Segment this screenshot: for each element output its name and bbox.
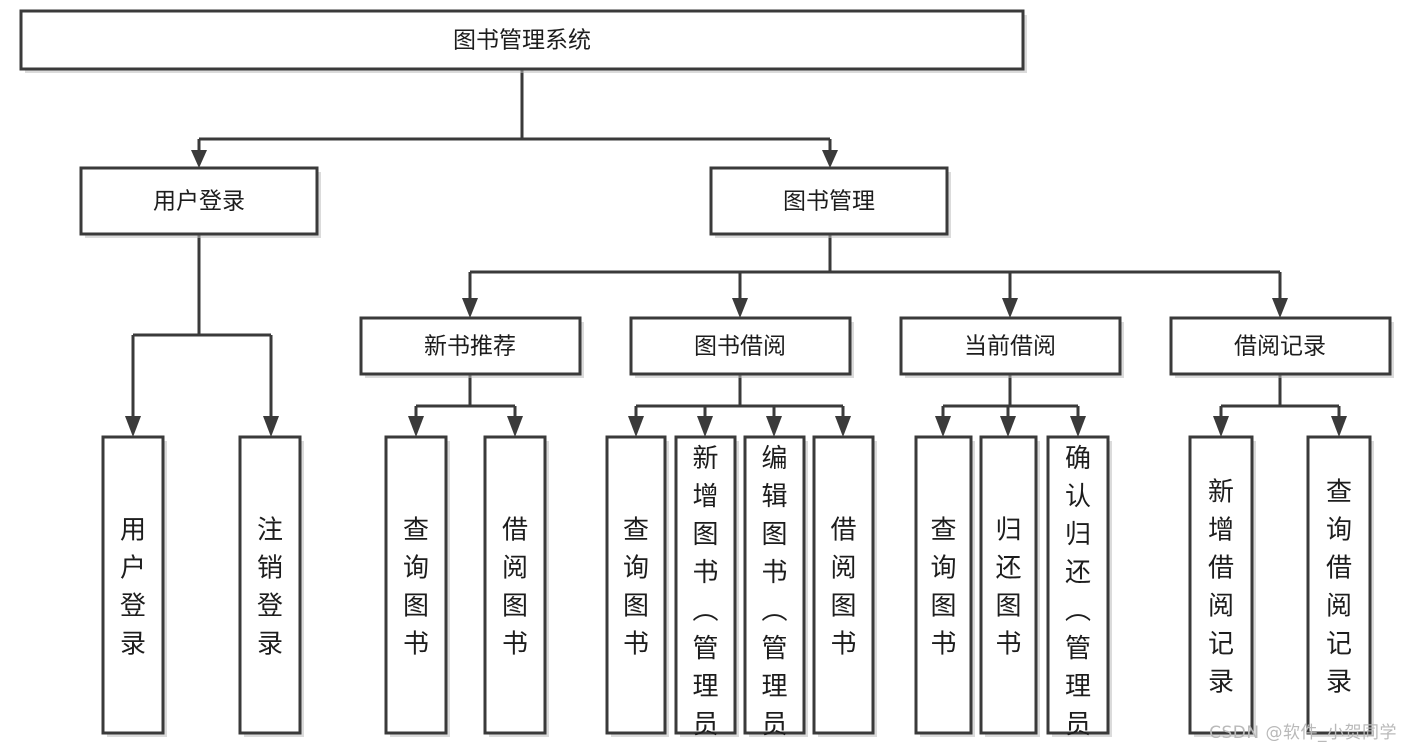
node-new-book-recommend[interactable]: 新书推荐 <box>359 316 584 378</box>
leaf-node[interactable]: 查询图书 <box>384 435 450 737</box>
node-borrow-record-label: 借阅记录 <box>1234 334 1326 360</box>
leaf-node-label: 查询借阅记录 <box>1326 478 1352 698</box>
arrow-head-icon <box>697 416 713 437</box>
node-root[interactable]: 图书管理系统 <box>19 9 1027 73</box>
arrow-head-icon <box>835 416 851 437</box>
leaf-node-label: 用户登录 <box>120 516 146 660</box>
leaf-node-label: 查询图书 <box>623 516 649 660</box>
leaf-node-label: 归还图书 <box>995 516 1021 660</box>
leaf-node[interactable]: 确认归还︵管理员︶ <box>1046 435 1112 747</box>
node-book-borrow-label: 图书借阅 <box>694 334 786 360</box>
arrow-head-icon <box>1213 416 1229 437</box>
leaf-node-label: 新增图书︵管理员︶ <box>692 444 718 747</box>
arrow-head-icon <box>766 416 782 437</box>
leaf-node-layer: 用户登录 注销登录 查询图书 借阅图书 查询图书 新增图书︵管理员︶ 编辑图书︵管理员︶ 借阅… <box>101 435 1374 747</box>
leaf-node[interactable]: 查询借阅记录 <box>1306 435 1374 737</box>
leaf-node-label: 查询图书 <box>930 516 956 660</box>
leaf-node-label: 借阅图书 <box>502 516 528 660</box>
leaf-node-label: 借阅图书 <box>830 516 856 660</box>
arrow-head-icon <box>507 416 523 437</box>
arrow-head-icon <box>1002 298 1018 318</box>
arrow-head-icon <box>462 298 478 318</box>
leaf-node[interactable]: 归还图书 <box>979 435 1040 737</box>
arrow-head-icon <box>1000 416 1016 437</box>
leaf-node-label: 新增借阅记录 <box>1208 478 1234 698</box>
arrow-head-icon <box>628 416 644 437</box>
leaf-node-label: 查询图书 <box>403 516 429 660</box>
node-user-login-label: 用户登录 <box>153 189 245 215</box>
leaf-node[interactable]: 借阅图书 <box>812 435 877 737</box>
leaf-node[interactable]: 新增图书︵管理员︶ <box>674 435 739 747</box>
node-current-borrow[interactable]: 当前借阅 <box>899 316 1124 378</box>
leaf-node-label: 编辑图书︵管理员︶ <box>761 444 787 747</box>
arrow-head-icon <box>191 150 207 168</box>
node-root-label: 图书管理系统 <box>453 28 591 54</box>
leaf-node[interactable]: 借阅图书 <box>483 435 549 737</box>
leaf-node-label: 注销登录 <box>257 516 283 660</box>
leaf-node[interactable]: 注销登录 <box>238 435 304 737</box>
node-borrow-record[interactable]: 借阅记录 <box>1169 316 1394 378</box>
arrow-head-icon <box>125 416 141 437</box>
node-current-borrow-label: 当前借阅 <box>964 334 1056 360</box>
arrow-head-icon <box>263 416 279 437</box>
leaf-node[interactable]: 编辑图书︵管理员︶ <box>743 435 808 747</box>
node-user-login[interactable]: 用户登录 <box>79 166 321 238</box>
leaf-node-label: 确认归还︵管理员︶ <box>1065 444 1091 747</box>
arrow-head-icon <box>1070 416 1086 437</box>
watermark: CSDN @软件_小贺同学 <box>1209 723 1397 743</box>
node-book-borrow[interactable]: 图书借阅 <box>629 316 854 378</box>
leaf-node[interactable]: 新增借阅记录 <box>1188 435 1256 737</box>
leaf-node[interactable]: 用户登录 <box>101 435 167 737</box>
leaf-node[interactable]: 查询图书 <box>605 435 669 737</box>
arrow-head-icon <box>822 150 838 168</box>
leaf-node[interactable]: 查询图书 <box>914 435 975 737</box>
arrow-head-icon <box>732 298 748 318</box>
arrow-head-icon <box>935 416 951 437</box>
connector-layer <box>125 69 1347 437</box>
arrow-head-icon <box>1331 416 1347 437</box>
arrow-head-icon <box>408 416 424 437</box>
arrow-head-icon <box>1272 298 1288 318</box>
node-book-management-label: 图书管理 <box>783 189 875 215</box>
node-book-management[interactable]: 图书管理 <box>709 166 951 238</box>
node-new-book-recommend-label: 新书推荐 <box>424 334 516 360</box>
